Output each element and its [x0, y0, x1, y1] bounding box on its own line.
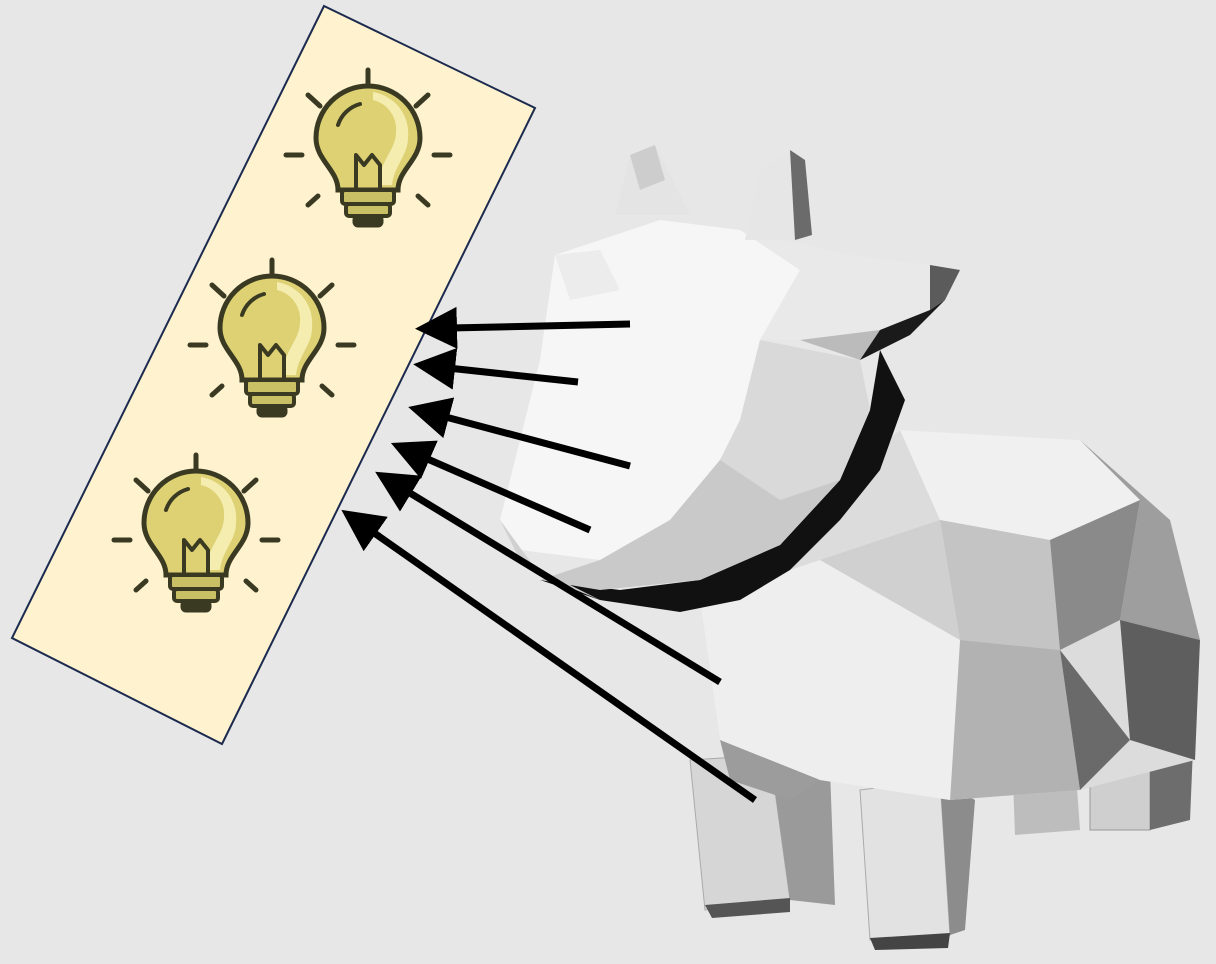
- cow-mesh-model: [500, 145, 1200, 950]
- light-panel: [12, 6, 535, 744]
- arrow: [450, 324, 630, 328]
